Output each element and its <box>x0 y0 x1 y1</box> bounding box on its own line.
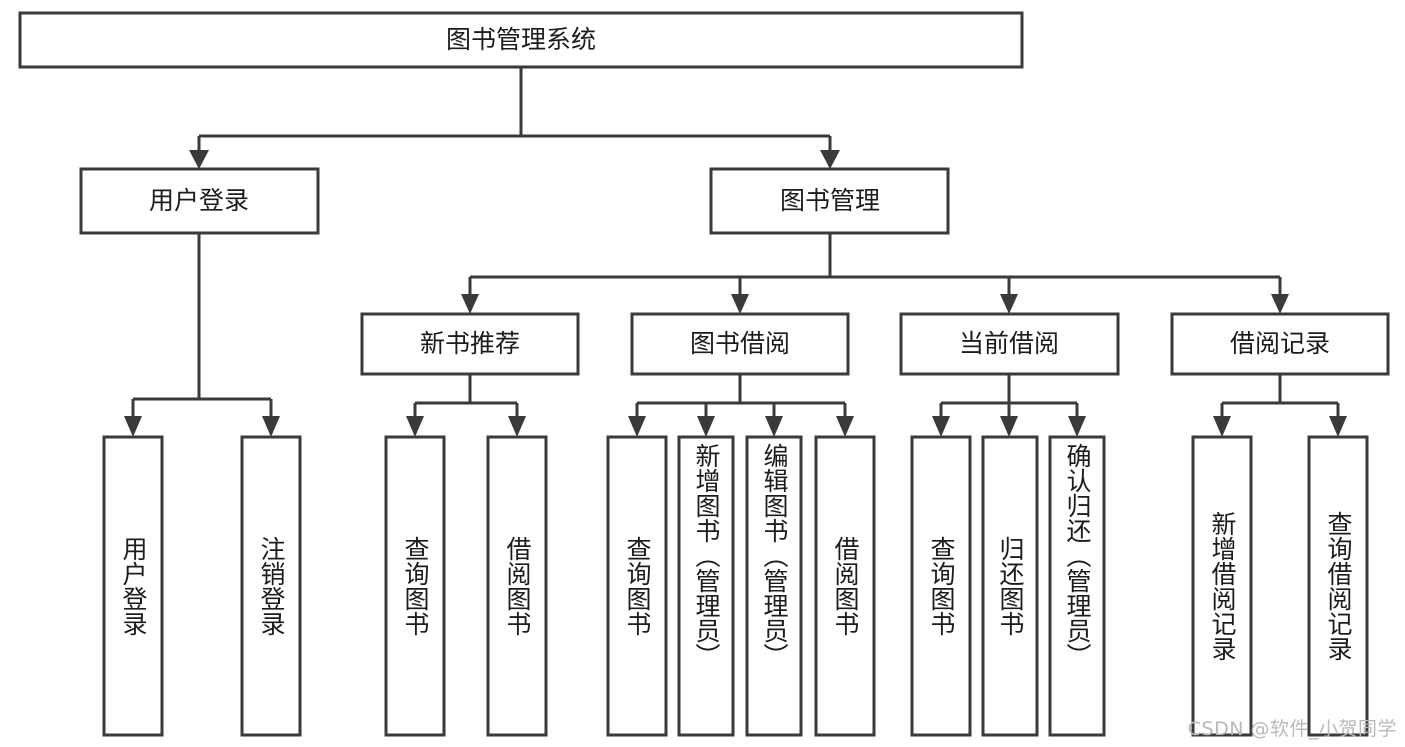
connector-group-currentborrow <box>932 374 1086 437</box>
arrowhead-br-query-record <box>1329 416 1347 437</box>
arrowhead-cb-query-book <box>932 416 950 437</box>
arrowhead-book-borrow <box>731 294 749 314</box>
node-book-borrow-box[interactable] <box>630 312 850 376</box>
arrowhead-bb-query-book <box>628 416 646 437</box>
node-root-label: 图书管理系统 <box>446 25 596 54</box>
csdn-watermark: CSDN @软件_小贺同学 <box>1187 718 1397 740</box>
leaf-box-cb-query-book[interactable] <box>910 435 972 737</box>
node-new-book-recommend-label: 新书推荐 <box>420 329 520 358</box>
leaf-box-logout[interactable] <box>240 435 302 737</box>
arrowhead-borrow-record <box>1271 294 1289 314</box>
leaf-box-nb-query-book[interactable] <box>384 435 446 737</box>
leaf-box-nb-borrow-book[interactable] <box>486 435 548 737</box>
arrowhead-bb-add-book <box>697 416 715 437</box>
arrowhead-leaf-logout <box>262 416 280 437</box>
arrowhead-leaf-user-login <box>124 416 142 437</box>
arrowhead-bookmgmt <box>820 150 840 169</box>
arrowhead-br-add-record <box>1213 416 1231 437</box>
leaf-box-bb-borrow-book[interactable] <box>814 435 876 737</box>
leaf-box-bb-edit-book[interactable] <box>745 435 803 737</box>
connector-group-bookborrow <box>628 374 854 437</box>
node-root-box[interactable] <box>18 11 1024 69</box>
node-current-borrow-box[interactable] <box>899 312 1120 376</box>
node-current-borrow-label: 当前借阅 <box>959 329 1059 358</box>
leaf-box-bb-add-book[interactable] <box>677 435 735 737</box>
node-book-management-label: 图书管理 <box>780 186 880 215</box>
arrowhead-nb-query-book <box>406 416 424 437</box>
node-book-borrow-label: 图书借阅 <box>690 329 790 358</box>
leaf-box-cb-return-book[interactable] <box>981 435 1039 737</box>
node-book-management-box[interactable] <box>709 167 950 235</box>
arrowhead-cb-return-book <box>1000 416 1018 437</box>
leaf-box-br-add-record[interactable] <box>1191 435 1253 737</box>
arrowhead-nb-borrow-book <box>508 416 526 437</box>
node-borrow-record-box[interactable] <box>1170 312 1390 376</box>
arrowhead-userlogin <box>189 150 209 169</box>
connector-group-borrowrecord <box>1213 374 1347 437</box>
connector-group-root <box>189 67 840 169</box>
arrowhead-bb-edit-book <box>765 416 783 437</box>
node-user-login-box[interactable] <box>79 167 320 235</box>
arrowhead-cb-confirm-return <box>1068 416 1086 437</box>
connector-group-userlogin <box>124 233 280 437</box>
arrowhead-current-borrow <box>1000 294 1018 314</box>
node-borrow-record-label: 借阅记录 <box>1230 329 1330 358</box>
arrowhead-new-book <box>461 294 479 314</box>
node-user-login-label: 用户登录 <box>149 186 249 215</box>
connector-group-newbook <box>406 374 526 437</box>
leaf-box-br-query-record[interactable] <box>1307 435 1369 737</box>
leaf-box-bb-query-book[interactable] <box>606 435 668 737</box>
leaf-box-user-login[interactable] <box>102 435 164 737</box>
node-new-book-recommend-box[interactable] <box>360 312 580 376</box>
arrowhead-bb-borrow-book <box>836 416 854 437</box>
connector-group-bookmgmt <box>461 233 1289 314</box>
leaf-box-cb-confirm-return[interactable] <box>1048 435 1106 737</box>
